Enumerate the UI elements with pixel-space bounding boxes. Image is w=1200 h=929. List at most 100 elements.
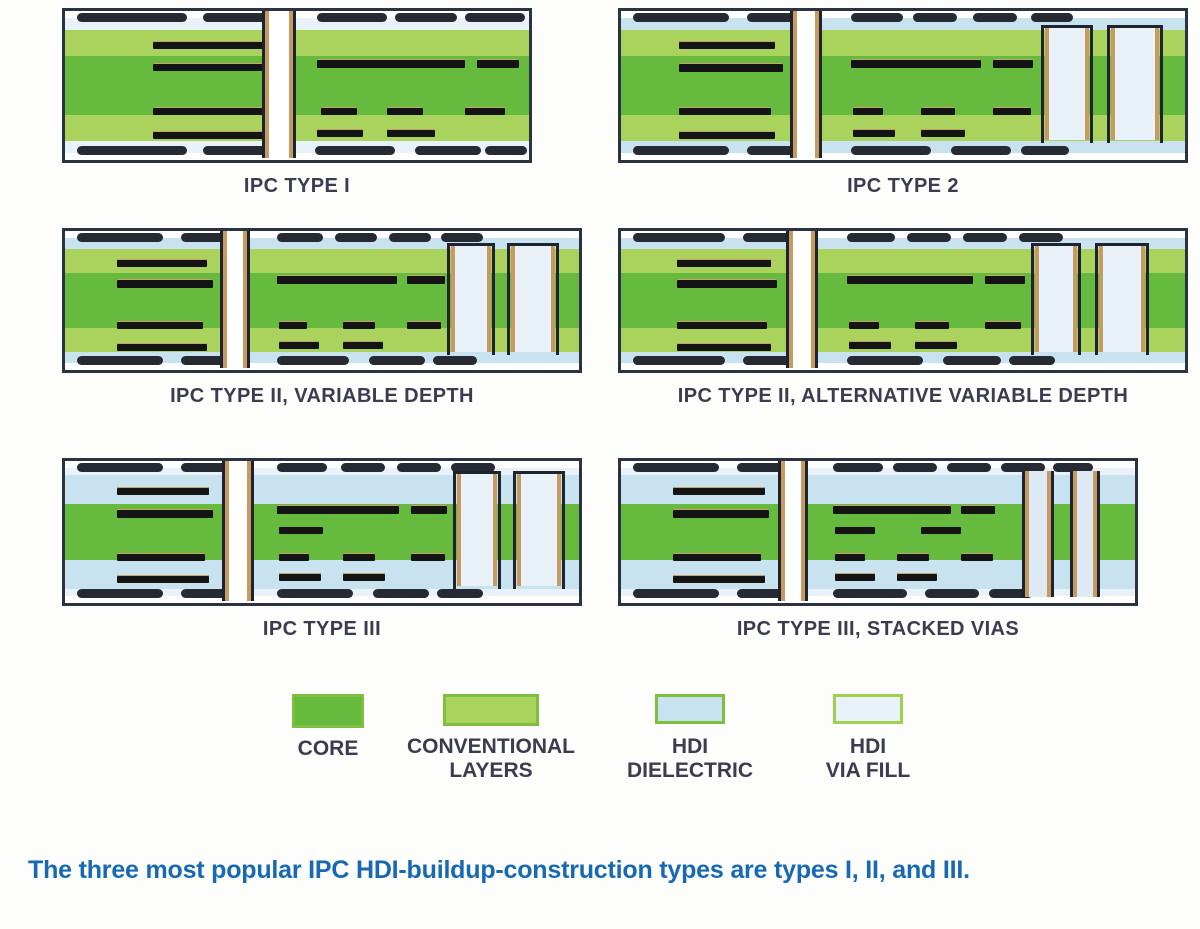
surface-pad bbox=[465, 13, 525, 22]
copper-trace bbox=[679, 131, 775, 139]
copper-trace bbox=[279, 341, 319, 349]
surface-pad bbox=[395, 13, 457, 22]
copper-trace bbox=[153, 63, 263, 71]
copper-trace bbox=[915, 341, 957, 349]
copper-trace bbox=[961, 553, 993, 561]
copper-trace bbox=[915, 321, 949, 329]
micro-via bbox=[1041, 25, 1093, 143]
surface-pad bbox=[747, 13, 811, 22]
diagram-label-type-3-stacked-vias: IPC TYPE III, STACKED VIAS bbox=[736, 618, 1020, 640]
micro-via bbox=[1031, 243, 1081, 355]
copper-trace bbox=[673, 575, 765, 583]
diagram-label-type-2-alt-variable-depth: IPC TYPE II, ALTERNATIVE VARIABLE DEPTH bbox=[677, 385, 1129, 407]
copper-trace bbox=[921, 129, 965, 137]
surface-pad bbox=[77, 13, 187, 22]
copper-trace bbox=[673, 487, 765, 495]
micro-via-fill bbox=[517, 474, 561, 586]
copper-trace bbox=[279, 527, 323, 534]
surface-pad bbox=[633, 146, 729, 155]
via-copper-wall bbox=[1155, 28, 1159, 140]
plated-through-hole bbox=[222, 461, 254, 601]
via-copper-wall bbox=[451, 246, 455, 352]
surface-pad bbox=[943, 356, 1001, 365]
copper-trace bbox=[117, 553, 205, 561]
diagram-type-2: IPC TYPE 2 bbox=[618, 8, 1188, 198]
copper-trace bbox=[465, 107, 505, 115]
copper-trace bbox=[117, 509, 213, 518]
surface-pad bbox=[181, 589, 237, 598]
surface-pad bbox=[907, 233, 951, 242]
copper-trace bbox=[835, 553, 865, 561]
surface-pad bbox=[77, 356, 163, 365]
surface-pad bbox=[341, 463, 385, 472]
board-cross-section bbox=[618, 228, 1188, 373]
surface-pad bbox=[633, 13, 729, 22]
surface-pad bbox=[1021, 146, 1069, 155]
diagram-type-2-variable-depth: IPC TYPE II, VARIABLE DEPTH bbox=[62, 228, 582, 408]
via-copper-wall bbox=[557, 474, 561, 586]
copper-trace bbox=[117, 575, 209, 583]
solder-mask-top bbox=[621, 11, 1185, 18]
via-copper-wall bbox=[511, 246, 515, 352]
legend-label-hdi-dielectric: HDI DIELECTRIC bbox=[627, 735, 753, 783]
copper-trace bbox=[279, 573, 321, 581]
micro-via bbox=[513, 471, 565, 589]
surface-pad bbox=[437, 589, 483, 598]
surface-pad bbox=[203, 13, 273, 22]
diagram-type-3: IPC TYPE III bbox=[62, 458, 582, 641]
solder-mask-bottom bbox=[621, 363, 1185, 370]
surface-pad bbox=[743, 233, 803, 242]
surface-pad bbox=[77, 233, 163, 242]
legend-item-core: CORE bbox=[258, 694, 398, 761]
surface-pad bbox=[737, 589, 793, 598]
copper-trace bbox=[993, 59, 1033, 68]
copper-trace bbox=[849, 341, 891, 349]
copper-trace bbox=[117, 259, 207, 267]
surface-pad bbox=[633, 233, 725, 242]
copper-trace bbox=[921, 107, 955, 115]
legend-item-hdi-via-fill: HDI VIA FILL bbox=[782, 694, 954, 783]
via-copper-wall bbox=[1085, 28, 1089, 140]
copper-trace bbox=[679, 63, 783, 72]
copper-trace bbox=[407, 275, 445, 284]
surface-pad bbox=[847, 356, 923, 365]
surface-pad bbox=[633, 356, 725, 365]
board-cross-section bbox=[618, 458, 1138, 606]
surface-pad bbox=[951, 146, 1011, 155]
surface-pad bbox=[373, 589, 429, 598]
micro-via bbox=[1095, 243, 1149, 355]
solder-mask-bottom bbox=[65, 363, 579, 370]
surface-pad bbox=[989, 589, 1033, 598]
copper-trace bbox=[477, 59, 519, 68]
layer-conventional-layers bbox=[65, 115, 529, 141]
figure-caption: The three most popular IPC HDI-buildup-c… bbox=[28, 856, 970, 884]
surface-pad bbox=[1019, 233, 1063, 242]
hdi-filled-via bbox=[1070, 471, 1100, 597]
surface-pad bbox=[1031, 13, 1073, 22]
micro-via bbox=[453, 471, 501, 589]
copper-trace bbox=[411, 553, 445, 561]
surface-pad bbox=[181, 233, 237, 242]
hdi-filled-via bbox=[1022, 471, 1054, 597]
copper-trace bbox=[117, 487, 209, 495]
surface-pad bbox=[747, 146, 811, 155]
copper-trace bbox=[677, 321, 767, 329]
board-cross-section bbox=[618, 8, 1188, 163]
micro-via-fill bbox=[511, 246, 555, 352]
surface-pad bbox=[973, 13, 1017, 22]
legend-item-conventional: CONVENTIONAL LAYERS bbox=[386, 694, 596, 783]
copper-trace bbox=[117, 321, 203, 329]
surface-pad bbox=[633, 589, 719, 598]
via-copper-wall bbox=[1073, 246, 1077, 352]
copper-trace bbox=[897, 553, 929, 561]
board-cross-section bbox=[62, 458, 582, 606]
solder-mask-bottom bbox=[65, 153, 529, 160]
diagram-type-2-alt-variable-depth: IPC TYPE II, ALTERNATIVE VARIABLE DEPTH bbox=[618, 228, 1188, 408]
surface-pad bbox=[277, 233, 323, 242]
copper-trace bbox=[851, 59, 981, 68]
micro-via bbox=[507, 243, 559, 355]
micro-via-fill bbox=[1111, 28, 1159, 140]
solder-mask-bottom bbox=[621, 153, 1185, 160]
copper-trace bbox=[407, 321, 441, 329]
copper-trace bbox=[677, 259, 771, 267]
